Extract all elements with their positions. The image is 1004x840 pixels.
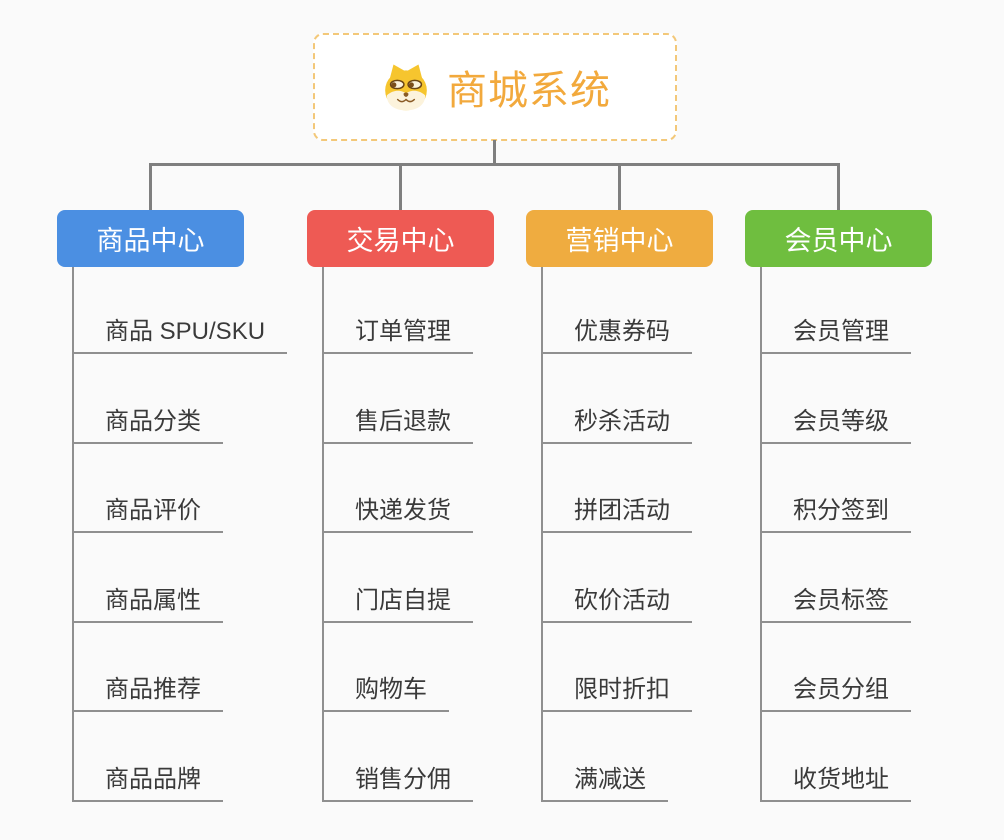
leaf-node[interactable]: 快递发货 (323, 493, 473, 533)
leaf-node[interactable]: 商品推荐 (73, 672, 223, 712)
leaf-node[interactable]: 订单管理 (323, 314, 473, 354)
leaf-node[interactable]: 销售分佣 (323, 762, 473, 802)
leaf-node[interactable]: 砍价活动 (542, 583, 692, 623)
branch-node-trade-center[interactable]: 交易中心 (307, 210, 494, 267)
rail-line-trade-center (322, 267, 324, 802)
rail-line-member-center (760, 267, 762, 802)
rail-line-product-center (72, 267, 74, 802)
rail-line-marketing-center (541, 267, 543, 802)
leaf-node[interactable]: 会员分组 (761, 672, 911, 712)
root-node-title: 商城系统 (447, 69, 611, 113)
drop-line-products (149, 164, 152, 210)
root-stem-line (493, 140, 496, 165)
leaf-node[interactable]: 商品评价 (73, 493, 223, 533)
branch-node-member-center[interactable]: 会员中心 (745, 210, 932, 267)
leaf-node[interactable]: 会员标签 (761, 583, 911, 623)
leaf-node[interactable]: 会员等级 (761, 404, 911, 444)
leaf-node[interactable]: 售后退款 (323, 404, 473, 444)
drop-line-trade (399, 164, 402, 210)
leaf-node[interactable]: 商品品牌 (73, 762, 223, 802)
drop-line-marketing (618, 164, 621, 210)
branch-node-product-center[interactable]: 商品中心 (57, 210, 244, 267)
branch-node-marketing-center[interactable]: 营销中心 (526, 210, 713, 267)
leaf-node[interactable]: 优惠券码 (542, 314, 692, 354)
drop-line-members (837, 164, 840, 210)
leaf-node[interactable]: 购物车 (323, 672, 449, 712)
leaf-node[interactable]: 拼团活动 (542, 493, 692, 533)
leaf-node[interactable]: 门店自提 (323, 583, 473, 623)
root-node-mall-system[interactable]: 商城系统 (313, 33, 677, 141)
leaf-node[interactable]: 限时折扣 (542, 672, 692, 712)
leaf-node[interactable]: 积分签到 (761, 493, 911, 533)
leaf-node[interactable]: 秒杀活动 (542, 404, 692, 444)
leaf-node[interactable]: 商品属性 (73, 583, 223, 623)
leaf-node[interactable]: 满减送 (542, 762, 668, 802)
leaf-node[interactable]: 收货地址 (761, 762, 911, 802)
leaf-node[interactable]: 商品 SPU/SKU (73, 314, 288, 354)
dog-face-icon (379, 62, 433, 112)
branch-bus-line (149, 163, 840, 166)
leaf-node[interactable]: 商品分类 (73, 404, 223, 444)
leaf-node[interactable]: 会员管理 (761, 314, 911, 354)
